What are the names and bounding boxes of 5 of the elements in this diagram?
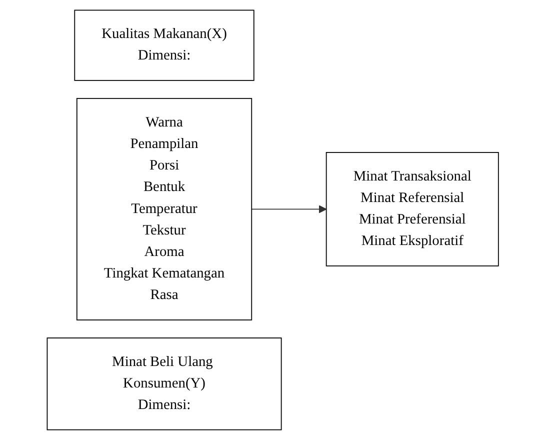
node-box: Minat Transaksional Minat Referensial Minat Preferensial Minat Eksploratif [326,152,500,266]
node-box: Warna Penampilan Porsi Bentuk Temperatur Tekstur Aroma Tingkat Kematangan Rasa [76,98,252,320]
node-box: Minat Beli Ulang Konsumen(Y) Dimensi: [46,338,282,430]
arrow [251,205,327,214]
node-box: Kualitas Makanan(X) Dimensi: [74,10,255,81]
